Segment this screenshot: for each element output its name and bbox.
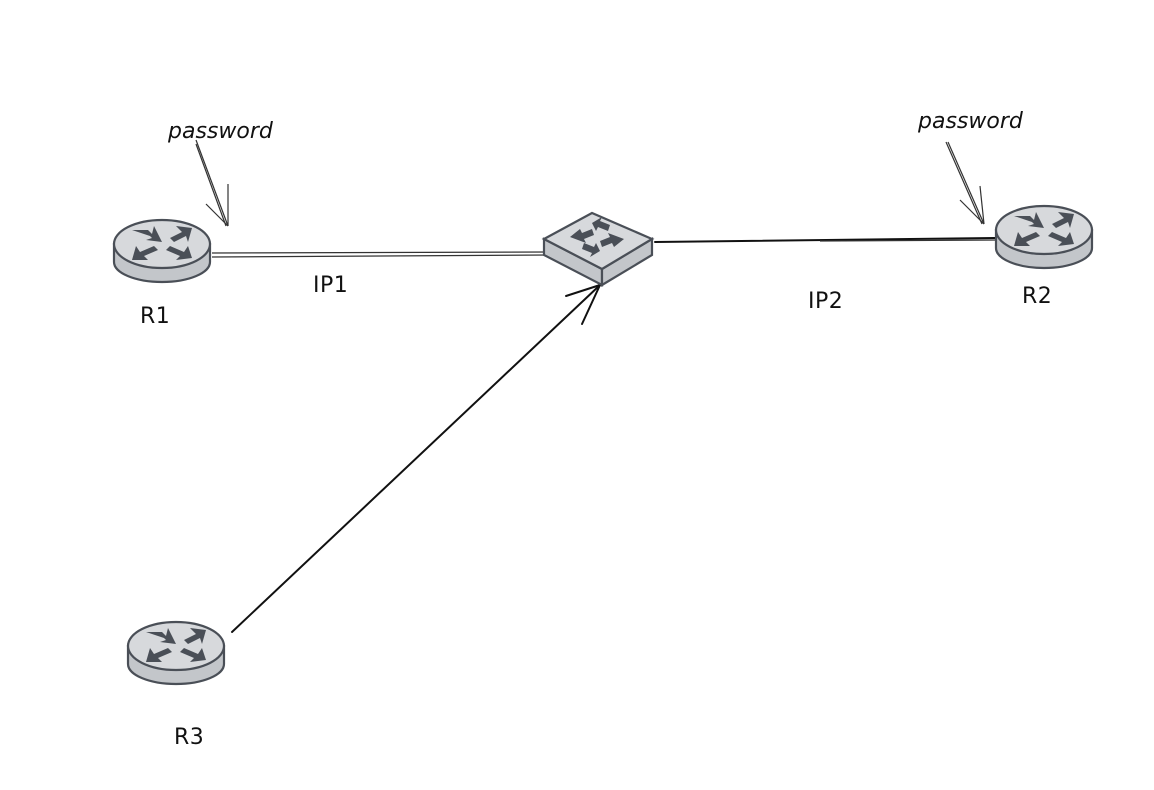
arrowhead-switch [565, 284, 601, 297]
arrowhead-switch-2 [581, 284, 601, 325]
router-r2-icon[interactable] [994, 204, 1094, 270]
router-r2-label: R2 [1022, 284, 1052, 309]
link-r3-switch [231, 284, 601, 633]
switch-icon[interactable] [542, 211, 654, 287]
link-ip2-label: IP2 [808, 289, 843, 314]
annotation-arrow-r2 [945, 141, 985, 225]
router-r3-icon[interactable] [126, 620, 226, 686]
link-ip1-label: IP1 [313, 273, 348, 298]
annotation-arrow-r1 [195, 139, 229, 227]
annotation-password-r1: password [167, 119, 274, 144]
link-switch-r2 [654, 237, 1001, 243]
router-r3-label: R3 [174, 725, 204, 750]
router-r1-icon[interactable] [112, 218, 212, 284]
link-r1-switch [211, 251, 549, 258]
router-r1-label: R1 [140, 304, 170, 329]
annotation-password-r2: password [917, 109, 1024, 134]
